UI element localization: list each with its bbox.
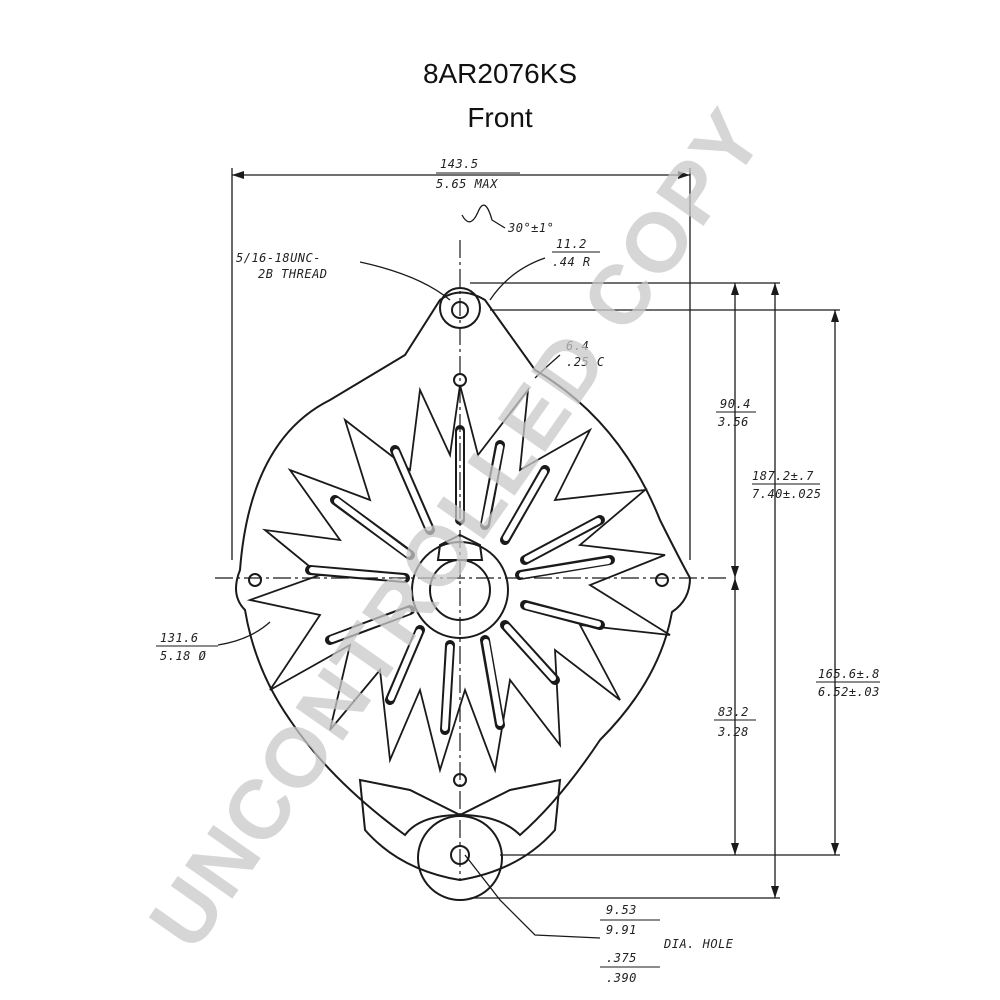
radius-metric: 11.2	[556, 237, 587, 251]
part-number-title: 8AR2076KS	[422, 58, 578, 89]
thread-label-line1: 5/16-18UNC-	[236, 251, 321, 265]
hole-imperial-min: .375	[606, 951, 637, 965]
hole-imperial-max: .390	[606, 971, 637, 985]
angle-label: 30°±1°	[507, 221, 554, 235]
radius-imperial: .44 R	[552, 255, 591, 269]
left-dia-imperial: 5.18 Ø	[160, 649, 207, 663]
hole-metric-min: 9.53	[606, 903, 637, 917]
bottom-mount-ear	[358, 778, 562, 882]
upper-hole-leader	[534, 354, 561, 379]
center-to-bottom-imperial: 3.28	[717, 725, 749, 739]
mount-to-center-metric: 187.2±.7	[752, 469, 814, 483]
radius-leader	[489, 257, 546, 301]
mount-to-center-imperial: 7.40±.025	[752, 487, 822, 501]
top-to-center-imperial: 3.56	[717, 415, 749, 429]
upper-hole-imperial: .25 C	[566, 355, 605, 369]
center-to-bottom-metric: 83.2	[718, 705, 749, 719]
hub-nut	[436, 533, 484, 561]
hole-metric-max: 9.91	[606, 923, 637, 937]
thread-label-line2: 2B THREAD	[258, 267, 328, 281]
hole-label: DIA. HOLE	[663, 937, 734, 951]
angle-leader	[461, 204, 506, 229]
housing-outline	[235, 291, 692, 837]
left-dia-metric: 131.6	[160, 631, 199, 645]
top-to-center-metric: 90.4	[720, 397, 751, 411]
dia-leader	[217, 621, 271, 646]
thread-leader	[359, 261, 451, 301]
hole-leader	[464, 854, 601, 939]
lower-span-imperial: 6.52±.03	[818, 685, 880, 699]
upper-hole-metric: 6.4	[566, 339, 589, 353]
fan-star	[246, 384, 671, 774]
view-subtitle: Front	[467, 102, 533, 133]
width-metric: 143.5	[440, 157, 479, 171]
lower-span-metric: 165.6±.8	[818, 667, 880, 681]
width-imperial: 5.65 MAX	[436, 177, 498, 191]
